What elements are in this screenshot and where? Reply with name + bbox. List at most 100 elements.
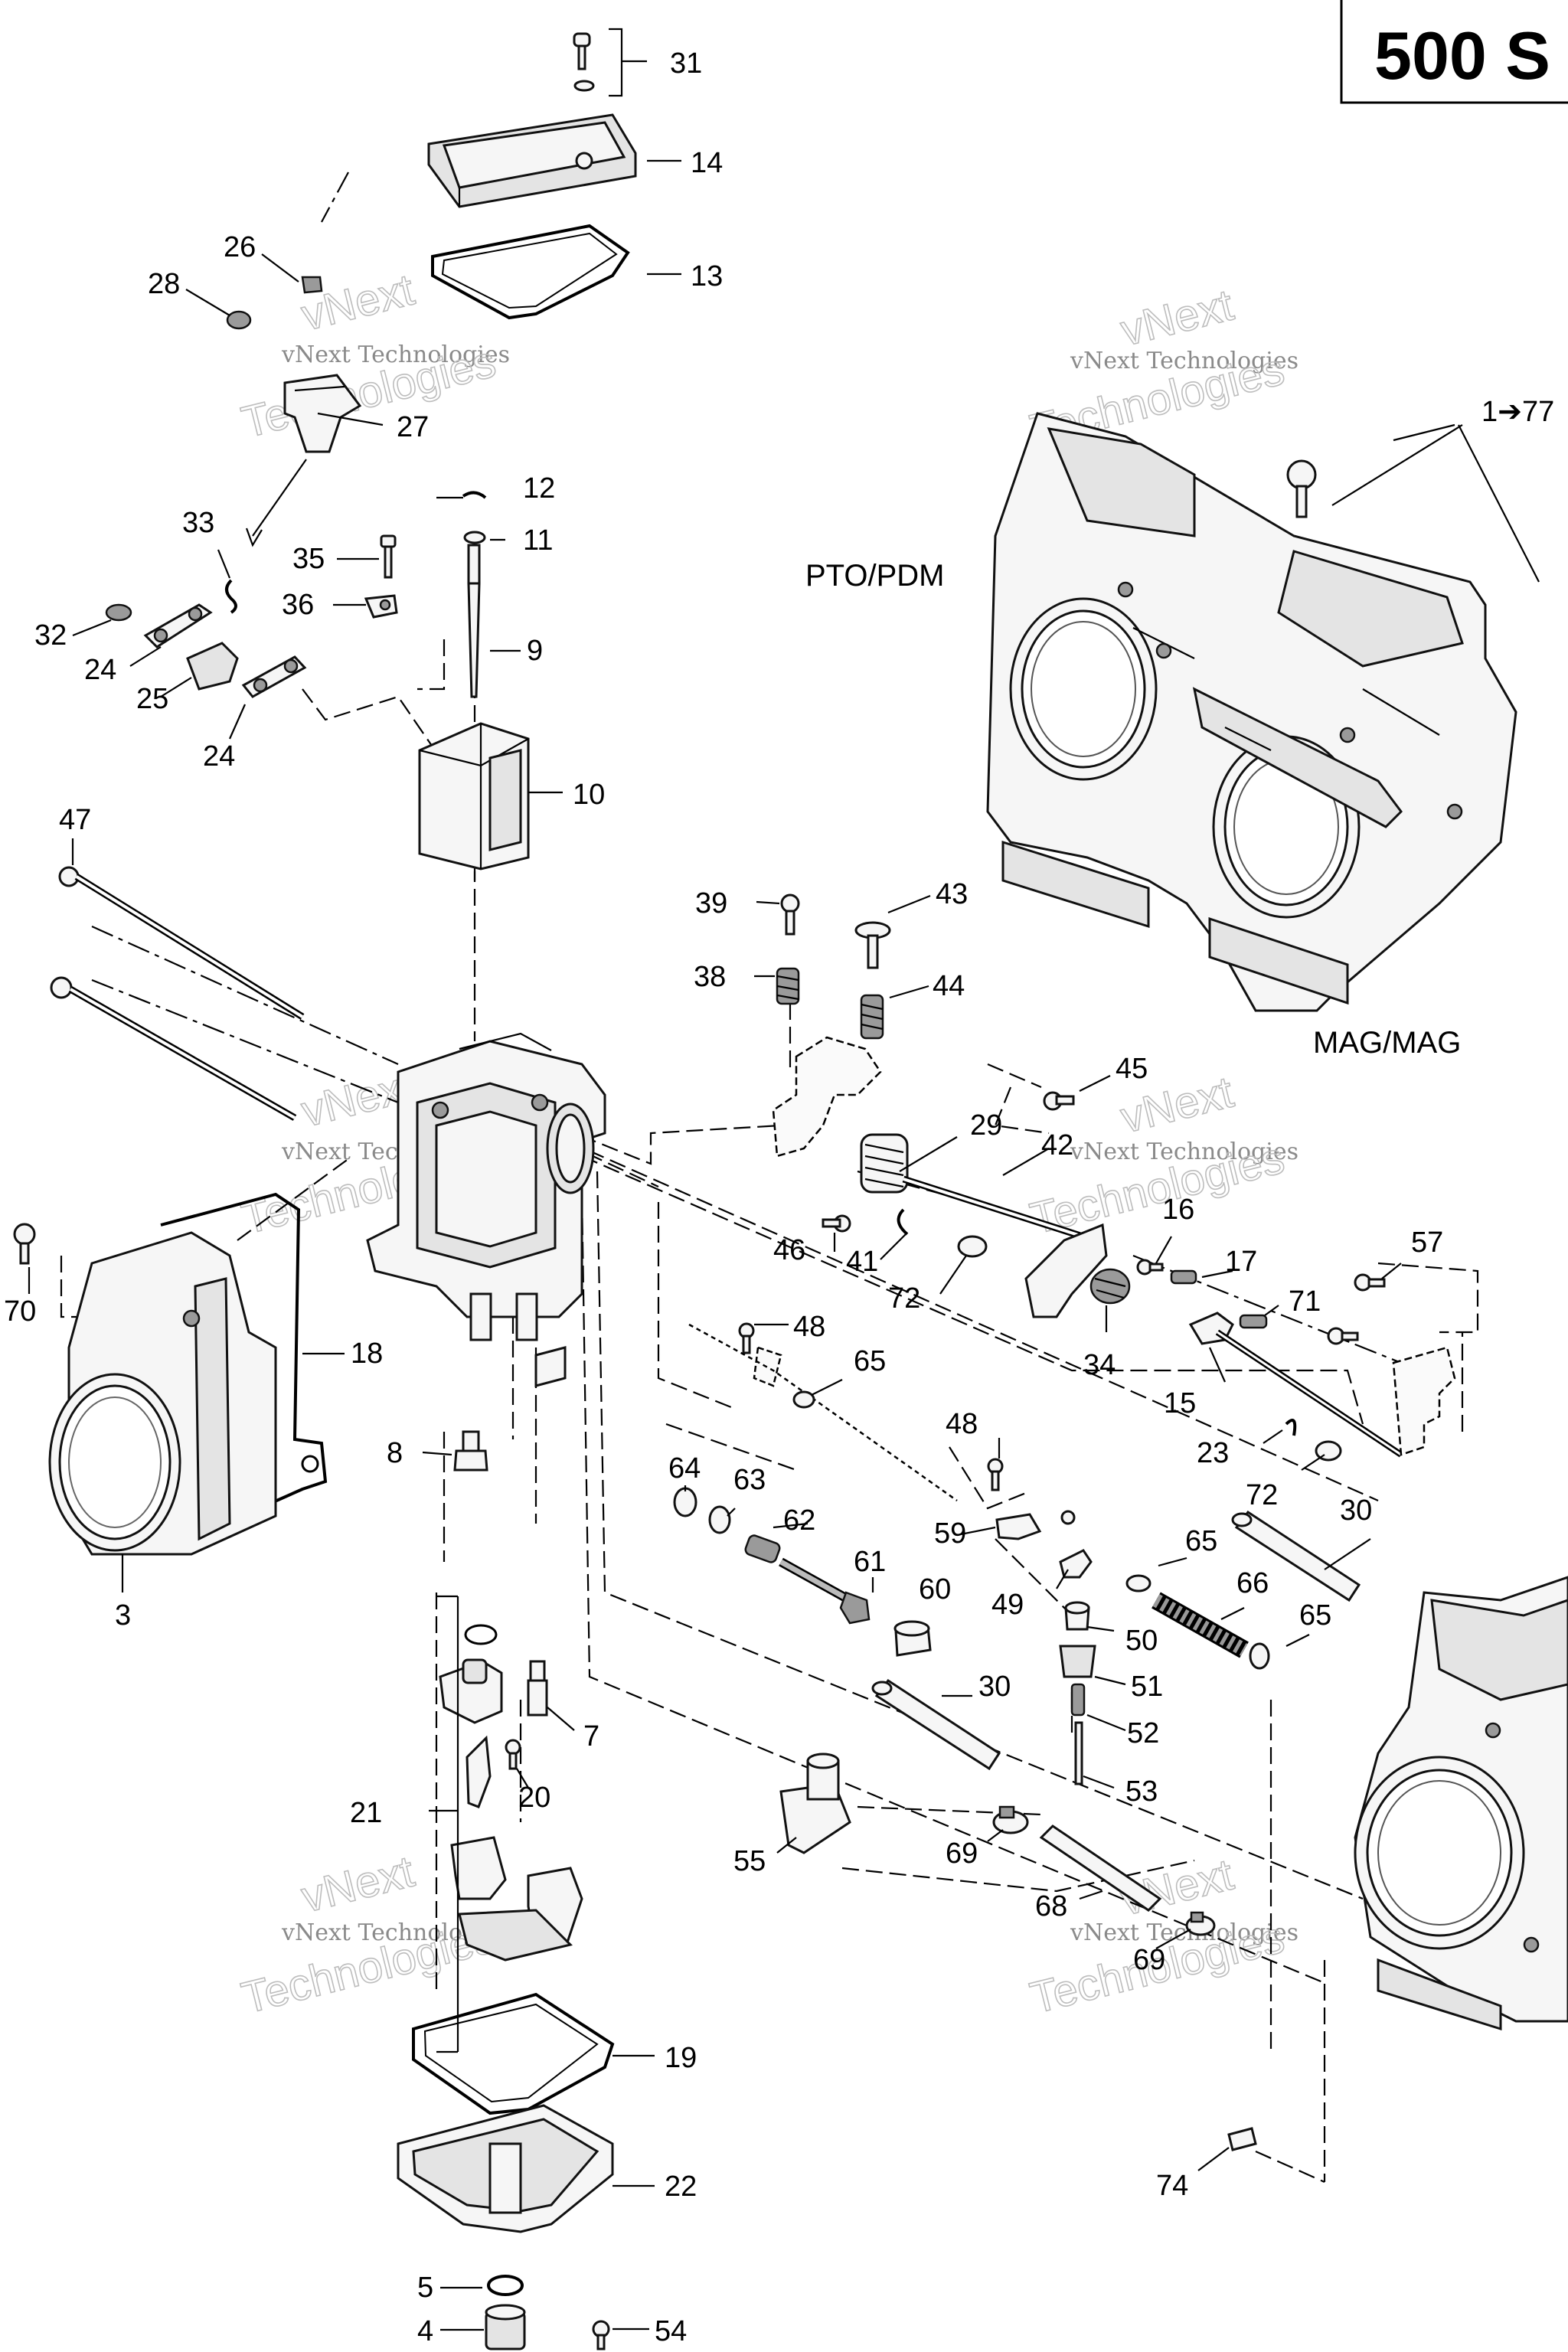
callout-62: 62 — [783, 1504, 815, 1537]
callout-15: 15 — [1164, 1387, 1196, 1419]
lever-59-part — [995, 1513, 1042, 1540]
callout-48-upper: 48 — [793, 1311, 825, 1343]
callout-21: 21 — [350, 1797, 382, 1829]
spring-33-part — [225, 579, 237, 614]
jet-8-part — [453, 1430, 488, 1472]
screw-48-upper-part — [738, 1322, 755, 1354]
callout-64: 64 — [668, 1452, 701, 1485]
clamp-69-upper-part — [992, 1805, 1029, 1834]
screw-20-part — [505, 1739, 521, 1770]
bowl-22-part — [397, 2104, 614, 2233]
screw-43-part — [854, 921, 891, 969]
callout-30-lower: 30 — [978, 1671, 1011, 1703]
page-title: 500 S — [1374, 18, 1550, 93]
callout-61: 61 — [854, 1546, 886, 1578]
carb-assembly-bottom-right — [1354, 1576, 1568, 2031]
clamp-69-lower-part — [1185, 1911, 1216, 1936]
plug-74-part — [1227, 2127, 1257, 2151]
callout-74: 74 — [1156, 2170, 1188, 2202]
callout-27: 27 — [397, 411, 429, 443]
leader-lines — [28, 28, 1540, 2331]
callout-22: 22 — [665, 2171, 697, 2203]
callout-65-mid: 65 — [1185, 1525, 1217, 1557]
watermark-text: vNext Technologies — [1070, 1138, 1298, 1165]
float-21-part — [450, 1836, 583, 1962]
callout-41: 41 — [846, 1246, 878, 1278]
callout-3: 3 — [115, 1599, 131, 1632]
clip-12-part — [462, 491, 487, 499]
screw-26-part — [301, 276, 323, 294]
shaft-42-part — [902, 1175, 1108, 1318]
callout-52: 52 — [1127, 1717, 1159, 1749]
screw-45-part — [1043, 1091, 1075, 1111]
gasket-13-part — [431, 224, 630, 320]
callout-70: 70 — [4, 1295, 36, 1328]
callout-5: 5 — [417, 2272, 433, 2304]
cap-50-part — [1064, 1601, 1090, 1631]
washer-64-part — [673, 1487, 697, 1517]
callout-72-upper: 72 — [888, 1282, 920, 1315]
callout-34: 34 — [1083, 1349, 1116, 1381]
callout-44: 44 — [933, 970, 965, 1002]
carb-body-part — [366, 1032, 606, 1387]
callout-68: 68 — [1035, 1890, 1067, 1922]
nut-51-part — [1059, 1645, 1096, 1678]
callout-51: 51 — [1131, 1671, 1163, 1703]
callout-45: 45 — [1116, 1053, 1148, 1085]
link-plate-24-lower-part — [241, 655, 307, 698]
callout-38: 38 — [694, 961, 726, 993]
carb-assembly-top-right — [986, 412, 1517, 1012]
clip-32-part — [105, 603, 132, 622]
assembly-lines — [60, 172, 1479, 2184]
callout-57: 57 — [1411, 1227, 1443, 1259]
bracket-main-part — [772, 1036, 882, 1158]
callout-8: 8 — [387, 1437, 403, 1469]
callout-72-lower: 72 — [1246, 1479, 1278, 1511]
bolt-47-lower — [50, 976, 297, 1121]
washer-72-upper-part — [957, 1235, 988, 1258]
screw-46-part — [822, 1214, 851, 1233]
screw-39-part — [780, 893, 800, 936]
screw-35-part — [380, 534, 397, 579]
needle-slide-group — [418, 491, 530, 871]
screw-54-part — [592, 2320, 610, 2350]
clip-36-part — [364, 594, 398, 619]
screw-61-part — [779, 1557, 871, 1625]
callout-12: 12 — [523, 472, 555, 505]
bolt-47-upper — [58, 866, 305, 1020]
spring-52-part — [1070, 1683, 1086, 1717]
needle-9-part — [467, 544, 481, 698]
washer-11-part — [463, 531, 486, 544]
label-range: 1➔77 — [1481, 396, 1554, 428]
label-pto: PTO/PDM — [805, 559, 945, 593]
callout-13: 13 — [691, 260, 723, 292]
callout-48-lower: 48 — [946, 1408, 978, 1440]
callout-60: 60 — [919, 1573, 951, 1606]
callout-53: 53 — [1125, 1775, 1158, 1808]
callout-55: 55 — [733, 1845, 766, 1877]
clip-23-part — [1285, 1419, 1297, 1436]
label-mag: MAG/MAG — [1313, 1026, 1461, 1060]
watermark-outline-top: vNext — [296, 1847, 419, 1922]
callout-69-lower: 69 — [1133, 1944, 1165, 1976]
callout-47: 47 — [59, 804, 91, 836]
tube-30-lower-part — [871, 1678, 1001, 1771]
callout-43: 43 — [936, 878, 968, 910]
bracket-right-part — [1392, 1346, 1456, 1456]
screw-70-part — [13, 1223, 36, 1265]
adaptor-3-part — [48, 1231, 277, 1556]
callout-65-lower: 65 — [1299, 1599, 1331, 1632]
callout-69-upper: 69 — [946, 1838, 978, 1870]
o-ring-5-part — [487, 2275, 524, 2296]
spring-17-part — [1170, 1269, 1197, 1285]
callout-numbers: 31 14 13 26 28 27 12 33 35 11 36 32 24 9… — [4, 47, 1443, 2347]
callout-23: 23 — [1197, 1437, 1229, 1469]
gasket-18-part — [145, 1192, 328, 1517]
knob-60-part — [893, 1620, 932, 1657]
watermark-outline-top: vNext — [296, 265, 419, 341]
spring-66-part — [1152, 1592, 1249, 1658]
clip-41-part — [897, 1208, 909, 1236]
needle-53-part — [1074, 1721, 1083, 1785]
title-box: 500 S — [1340, 0, 1568, 104]
callout-29: 29 — [970, 1109, 1002, 1142]
